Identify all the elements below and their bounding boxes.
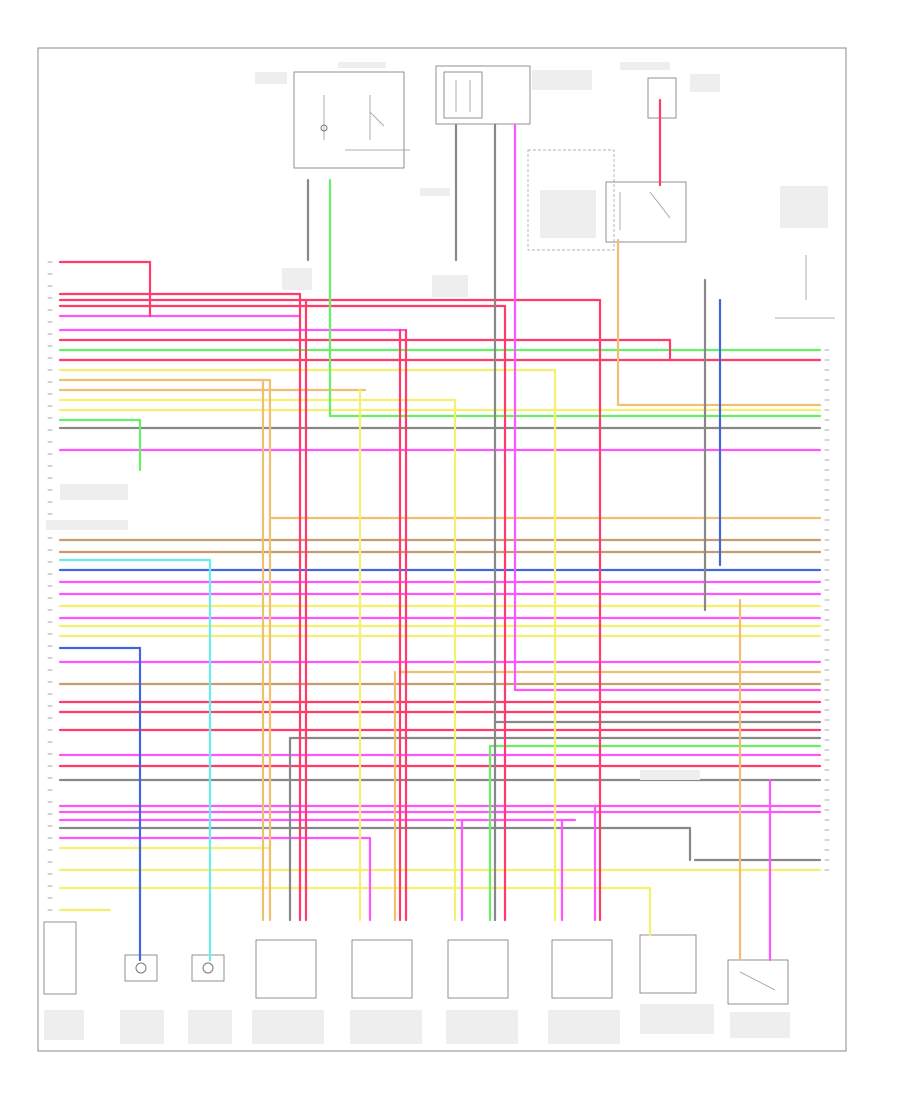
fuse-block bbox=[435, 65, 531, 125]
harness-wires bbox=[58, 260, 822, 912]
ground-symbol bbox=[775, 255, 835, 319]
hot-at-all-times-fuse bbox=[647, 77, 677, 119]
bottom-components bbox=[43, 921, 789, 1005]
ignition-switch-block bbox=[293, 71, 410, 169]
component-label-marks bbox=[44, 62, 828, 1044]
fuel-pump-relay bbox=[527, 149, 687, 251]
pin-ticks bbox=[47, 261, 830, 911]
diagram-border bbox=[37, 47, 847, 1052]
branch-wires bbox=[138, 98, 772, 962]
